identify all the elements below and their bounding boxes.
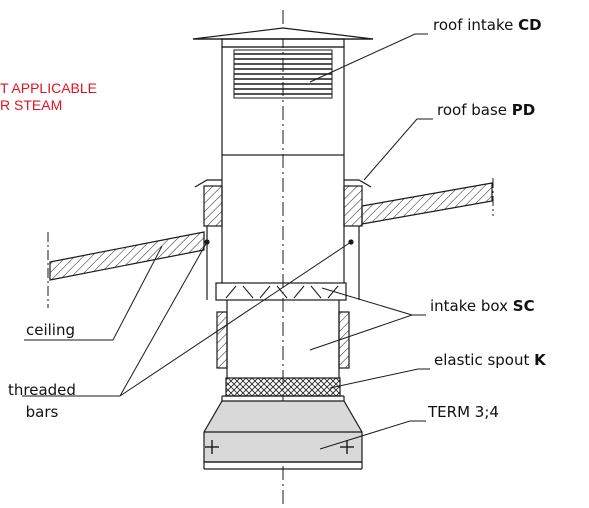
label-elastic-spout: elastic spout K <box>434 351 546 369</box>
label-roof-base: roof base PD <box>437 101 536 119</box>
warning-note: T APPLICABLE R STEAM <box>0 80 97 114</box>
roof-base <box>194 179 372 300</box>
leader-lines <box>22 33 433 450</box>
term-unit <box>203 395 363 470</box>
roof-slab-left <box>47 231 205 308</box>
label-ceiling: ceiling <box>26 321 76 339</box>
label-intake-box: intake box SC <box>430 297 535 315</box>
warning-line-1: T APPLICABLE <box>0 80 98 96</box>
label-term: TERM 3;4 <box>428 403 499 421</box>
threaded-bars <box>119 241 352 397</box>
warning-line-2: R STEAM <box>0 97 63 113</box>
code-k: K <box>534 351 546 369</box>
elastic-spout <box>225 377 341 397</box>
label-threaded-bars: threaded bars <box>8 381 76 421</box>
code-pd: PD <box>511 101 536 119</box>
intake-box <box>215 282 350 369</box>
label-roof-intake: roof intake CD <box>433 16 542 34</box>
code-sc: SC <box>512 297 535 315</box>
roof-slab-right <box>361 178 494 225</box>
code-cd: CD <box>518 16 542 34</box>
